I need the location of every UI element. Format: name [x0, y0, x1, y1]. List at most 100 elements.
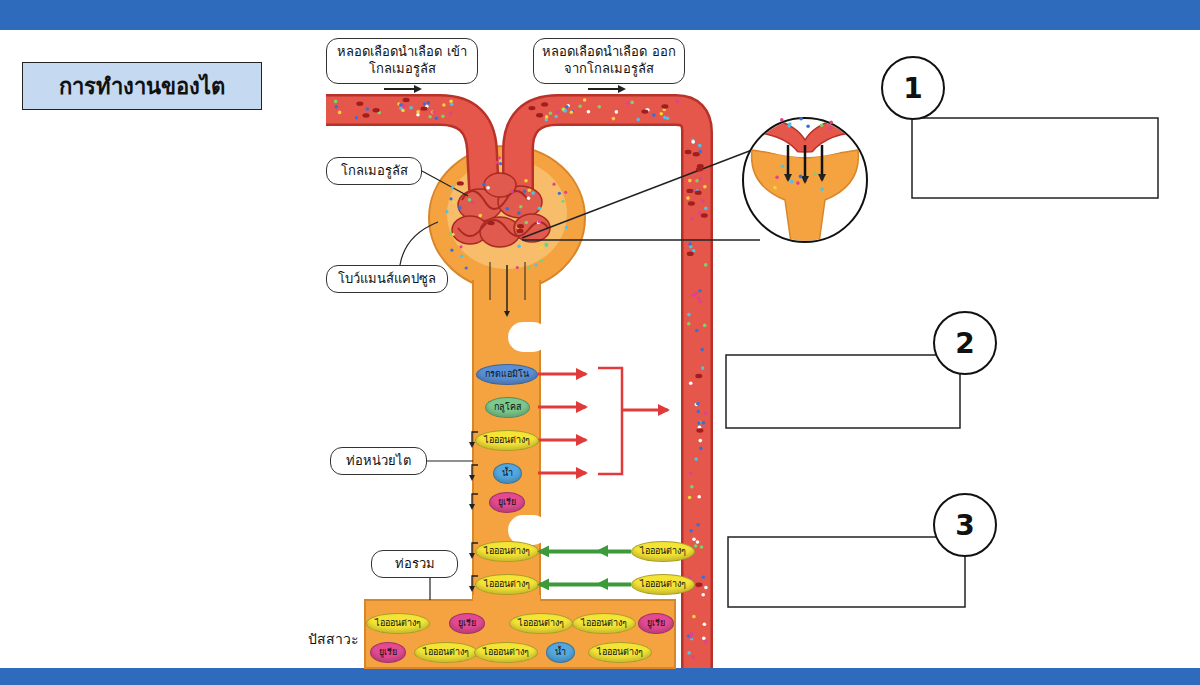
blood-particle — [479, 214, 483, 218]
blood-particle — [698, 144, 702, 148]
blood-particle — [450, 102, 454, 106]
efferent-vessel — [518, 110, 697, 668]
title-text: การทำงานของไต — [59, 69, 225, 104]
red-blood-cell — [541, 102, 548, 106]
blood-particle — [537, 220, 541, 224]
red-blood-cell — [687, 252, 694, 256]
callout-number: 2 — [933, 311, 997, 375]
blood-particle — [468, 198, 472, 202]
blood-particle — [612, 117, 616, 121]
red-blood-cell — [403, 98, 410, 102]
blood-particle — [335, 105, 339, 109]
blood-particle — [517, 244, 521, 248]
filtrate-particle — [459, 245, 462, 248]
blood-particle — [399, 103, 403, 107]
blood-particle — [691, 655, 695, 659]
blood-particle — [695, 329, 699, 333]
part-label: ท่อรวม — [371, 550, 458, 578]
red-blood-cell — [457, 181, 464, 185]
red-blood-cell — [661, 104, 668, 108]
urine-oval: น้ำ — [546, 642, 575, 663]
part-label: โบว์แมนส์แคปซูล — [326, 265, 448, 293]
substance-oval: กลูโคส — [485, 397, 530, 418]
blood-particle — [689, 529, 693, 533]
blood-particle — [690, 217, 694, 221]
blood-particle — [519, 205, 523, 209]
filtrate-particle — [558, 192, 561, 195]
blood-particle — [698, 150, 702, 154]
blood-particle — [626, 102, 630, 106]
flow-tick — [472, 494, 478, 508]
red-blood-cell — [373, 108, 380, 112]
filtrate-particle — [453, 201, 456, 204]
node-text: ไอออนต่างๆ — [375, 618, 421, 629]
filtrate-particle — [534, 263, 537, 266]
collecting-duct — [365, 600, 675, 668]
node-text: ไอออนต่างๆ — [581, 618, 627, 629]
node-text: น้ำ — [502, 468, 513, 479]
tubule-notch — [508, 322, 548, 352]
blood-particle — [570, 110, 574, 114]
blood-particle — [701, 366, 705, 370]
blood-particle — [676, 100, 680, 104]
blood-particle — [696, 540, 700, 544]
capillary-curl — [462, 191, 528, 209]
zoom-particle — [775, 176, 779, 180]
blood-particle — [486, 186, 490, 190]
blood-particle — [692, 615, 696, 619]
node-text: หลอดเลือดนำเลือด เข้าโกลเมอรูลัส — [333, 44, 471, 78]
blood-particle — [689, 471, 693, 475]
blood-particle — [704, 640, 708, 644]
vessel-label: หลอดเลือดนำเลือด เข้าโกลเมอรูลัส — [326, 38, 478, 84]
red-blood-cell — [701, 213, 708, 217]
blood-particle — [688, 496, 692, 500]
blood-particle — [697, 495, 701, 499]
urine-oval: ไอออนต่างๆ — [414, 642, 478, 663]
blood-particle — [506, 207, 510, 211]
blood-particle — [652, 113, 656, 117]
header-bar — [0, 0, 1200, 30]
blood-particle — [471, 201, 475, 205]
blood-particle — [699, 439, 703, 443]
part-label: ท่อหน่วยไต — [330, 447, 427, 475]
node-text: ไอออนต่างๆ — [484, 579, 530, 590]
blood-particle — [694, 457, 698, 461]
blood-particle — [688, 242, 692, 246]
blood-particle — [556, 110, 560, 114]
blood-particle — [636, 118, 640, 122]
blood-particle — [538, 206, 542, 210]
blood-particle — [338, 111, 342, 115]
blood-particle — [701, 593, 705, 597]
zoom-particle — [820, 124, 824, 128]
node-text: กรดแอมิโน — [485, 369, 529, 380]
blood-particle — [692, 249, 696, 253]
blood-particle — [517, 211, 521, 215]
capsule-space — [447, 159, 567, 269]
node-text: ไอออนต่างๆ — [597, 647, 643, 658]
zoom-circle — [743, 118, 867, 242]
filtrate-flow — [506, 265, 508, 315]
blood-particle — [523, 190, 527, 194]
filtration-arrow — [787, 145, 790, 180]
filtration-arrow — [821, 145, 824, 180]
blood-particle — [366, 107, 370, 111]
blood-particle — [442, 103, 446, 107]
filtrate-particle — [552, 183, 555, 186]
secretion-arrowhead — [596, 578, 608, 590]
capillary-loop — [514, 214, 550, 242]
answer-box — [912, 118, 1158, 198]
answer-box — [726, 355, 960, 428]
leader-line — [422, 171, 468, 196]
red-blood-cell — [517, 229, 524, 233]
leader-line — [429, 578, 430, 600]
blood-particle — [545, 115, 549, 119]
filtrate-particle — [465, 266, 468, 269]
substance-oval: ไอออนต่างๆ — [631, 541, 695, 562]
red-blood-cell — [356, 102, 363, 106]
blood-particle — [703, 324, 707, 328]
blood-particle — [697, 410, 701, 414]
filtrate-particle — [451, 186, 454, 189]
blood-particle — [692, 537, 696, 541]
node-text: ไอออนต่างๆ — [640, 546, 686, 557]
leader-line — [427, 460, 473, 461]
